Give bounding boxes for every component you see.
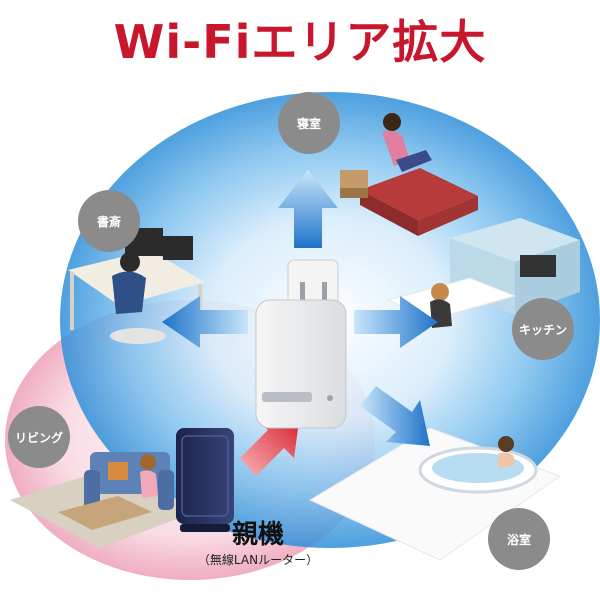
- room-study-illustration: [68, 228, 205, 344]
- arrow-red-icon: [240, 414, 300, 476]
- parent-router-label: 親機: [231, 520, 284, 550]
- parent-router-device: [176, 428, 234, 532]
- room-label-kitchen: キッチン: [512, 298, 574, 360]
- arrow-up-icon: [278, 170, 338, 248]
- room-bathroom-illustration: [308, 427, 562, 561]
- arrow-down-right-icon: [360, 386, 430, 446]
- room-label-study: 書斎: [78, 190, 140, 252]
- repeater-device: [255, 259, 347, 429]
- room-label-bathroom: 浴室: [488, 508, 550, 570]
- room-bedroom-illustration: [340, 113, 478, 236]
- room-living-illustration: [10, 452, 200, 548]
- parent-router-sublabel: （無線LANルーター）: [197, 553, 319, 567]
- arrow-right-icon: [354, 296, 438, 348]
- room-label-living: リビング: [8, 406, 70, 468]
- page-title: Wi-Fiエリア拡大: [113, 15, 487, 69]
- room-label-bedroom: 寝室: [278, 92, 340, 154]
- arrow-left-icon: [162, 296, 248, 348]
